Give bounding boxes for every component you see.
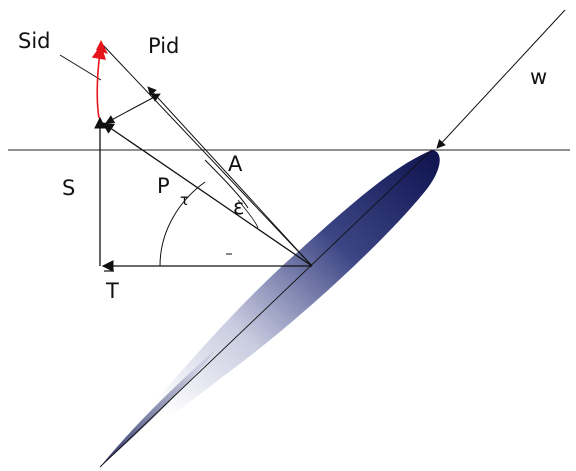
ideal-vector-sid <box>91 44 106 119</box>
label-a: A <box>228 152 243 176</box>
chord-line <box>99 149 433 468</box>
angle-arc-epsilon <box>204 159 249 209</box>
airfoil-trailing-edge <box>100 350 215 467</box>
label-p: P <box>157 174 170 198</box>
wind-vector-w <box>436 9 566 149</box>
sid-axis-line <box>59 54 102 81</box>
label-tau: τ <box>180 191 189 209</box>
lift-direction-line <box>147 86 313 267</box>
resultant-vector-p <box>102 122 313 267</box>
label-epsilon: ε <box>233 195 244 219</box>
angle-arc-tau <box>159 181 206 267</box>
label-s: S <box>62 176 75 200</box>
construction-arrow-2 <box>129 93 161 111</box>
construction-arrow-1 <box>105 109 131 124</box>
ideal-resultant-line <box>101 43 313 267</box>
label-w: w <box>530 65 547 89</box>
label-t: T <box>105 279 119 303</box>
airfoil-body <box>100 150 440 467</box>
angle-arc-epsilon-2 <box>237 199 259 229</box>
label-sid: Sid <box>18 29 51 53</box>
label-pid: Pid <box>148 34 179 58</box>
ideal-vector-head <box>96 40 108 54</box>
